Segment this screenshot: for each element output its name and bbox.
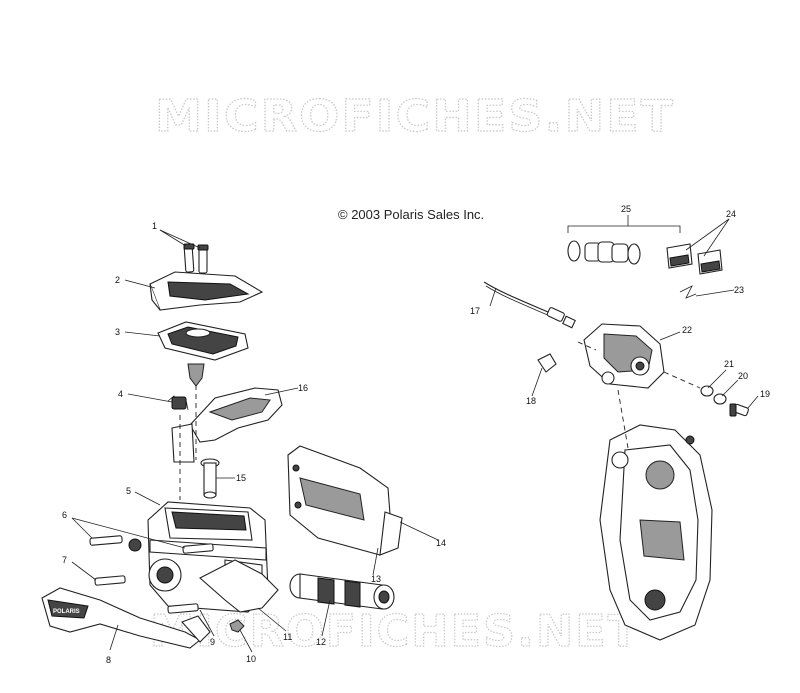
part-21-washer bbox=[700, 385, 714, 397]
leader-lines bbox=[71, 215, 759, 653]
part-19-bolt bbox=[729, 403, 749, 417]
lever-brand-text: POLARIS bbox=[53, 609, 80, 615]
part-12-grip-tube bbox=[289, 573, 395, 610]
callout-4: 4 bbox=[118, 389, 123, 399]
part-4-spring bbox=[167, 395, 189, 411]
callout-13: 13 bbox=[371, 574, 381, 584]
assembly-line-caliper bbox=[577, 341, 597, 351]
callout-12: 12 bbox=[316, 637, 326, 647]
callout-7: 7 bbox=[62, 555, 67, 565]
watermark-bottom: MICROFICHES.NET bbox=[150, 606, 640, 657]
part-7-screw bbox=[94, 575, 126, 586]
part-6-screws bbox=[89, 535, 214, 554]
part-25-pistons bbox=[567, 225, 681, 265]
callout-14: 14 bbox=[436, 538, 446, 548]
part-16-lever bbox=[171, 387, 283, 463]
callout-1: 1 bbox=[152, 221, 157, 231]
callout-25: 25 bbox=[621, 204, 631, 214]
callout-19: 19 bbox=[760, 389, 770, 399]
part-1-screws bbox=[183, 243, 209, 274]
part-17-brake-line bbox=[483, 281, 576, 329]
callout-8: 8 bbox=[106, 655, 111, 665]
part-13-14-cover bbox=[287, 445, 403, 556]
callout-5: 5 bbox=[126, 486, 131, 496]
part-2-reservoir-cover bbox=[149, 271, 264, 311]
assembly-line-case bbox=[617, 389, 629, 449]
callout-17: 17 bbox=[470, 306, 480, 316]
part-18-bleeder bbox=[537, 353, 557, 373]
callout-21: 21 bbox=[724, 359, 734, 369]
part-3-diaphragm bbox=[157, 321, 249, 361]
copyright-notice: © 2003 Polaris Sales Inc. bbox=[338, 207, 484, 222]
assembly-line-bolt bbox=[663, 371, 701, 389]
callout-11: 11 bbox=[283, 632, 292, 642]
plunger bbox=[187, 363, 205, 387]
part-11-clamp bbox=[199, 559, 279, 613]
part-8-brake-lever: POLARIS bbox=[41, 587, 211, 649]
callout-3: 3 bbox=[115, 327, 120, 337]
callout-20: 20 bbox=[738, 371, 748, 381]
callout-15: 15 bbox=[236, 473, 246, 483]
callout-22: 22 bbox=[682, 325, 692, 335]
callout-16: 16 bbox=[298, 383, 308, 393]
part-9-screw bbox=[167, 603, 199, 614]
callout-18: 18 bbox=[526, 396, 536, 406]
callout-numbers: 1 2 3 4 5 6 7 8 9 10 11 12 13 14 15 16 1… bbox=[62, 204, 770, 665]
callout-9: 9 bbox=[210, 637, 215, 647]
part-23-clip bbox=[679, 285, 697, 299]
left-assembly: POLARIS bbox=[41, 243, 403, 649]
part-10-nut bbox=[229, 619, 245, 633]
part-20-washer bbox=[713, 393, 727, 405]
chaincase-housing bbox=[599, 424, 713, 641]
part-15-pin bbox=[200, 458, 220, 499]
watermark-top: MICROFICHES.NET bbox=[155, 91, 675, 142]
callout-6: 6 bbox=[62, 510, 67, 520]
callout-23: 23 bbox=[734, 285, 744, 295]
part-22-caliper bbox=[583, 323, 665, 389]
callout-10: 10 bbox=[246, 654, 256, 664]
callout-2: 2 bbox=[115, 275, 120, 285]
right-assembly bbox=[483, 225, 749, 641]
part-24-brake-pads bbox=[666, 243, 723, 275]
callout-24: 24 bbox=[726, 209, 736, 219]
